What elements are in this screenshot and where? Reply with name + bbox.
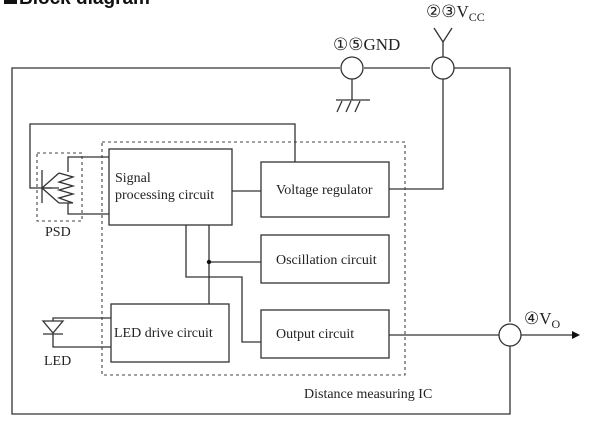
regulator-to-psd-wire bbox=[29, 123, 296, 189]
vo-pin-label: ④VO bbox=[524, 309, 561, 331]
psd-top-wire bbox=[67, 156, 109, 172]
psd-bottom-wire bbox=[67, 203, 109, 215]
ground-symbol-icon bbox=[336, 99, 370, 113]
led-bottom-wire bbox=[52, 334, 111, 348]
signal-processing-label-2: processing circuit bbox=[115, 188, 214, 203]
module-outline-right bbox=[454, 67, 511, 322]
psd-label: PSD bbox=[45, 225, 71, 240]
ic-label: Distance measuring IC bbox=[304, 387, 432, 402]
signal-processing-label-1: Signal bbox=[115, 171, 151, 186]
diagram-title-text: Block diagram bbox=[19, 0, 150, 9]
led-diode-icon bbox=[41, 320, 65, 335]
oscillation-block bbox=[260, 234, 390, 284]
oscillation-label: Oscillation circuit bbox=[276, 253, 377, 268]
led-drive-block bbox=[110, 303, 230, 363]
module-outline bbox=[11, 67, 511, 415]
ic-boundary bbox=[101, 141, 406, 376]
gnd-pin-terminal bbox=[340, 56, 364, 80]
vcc-pin-label: ②③VCC bbox=[426, 2, 485, 24]
led-label: LED bbox=[44, 354, 71, 369]
vo-pin-terminal bbox=[498, 323, 522, 347]
gnd-pin-label: ①⑤GND bbox=[333, 35, 400, 54]
vcc-pin-terminal bbox=[431, 56, 455, 80]
photodiode-psd-icon bbox=[41, 170, 76, 204]
voltage-regulator-label: Voltage regulator bbox=[276, 183, 373, 198]
diagram-title: Block diagram bbox=[4, 0, 150, 10]
output-block bbox=[260, 309, 390, 359]
title-bullet-icon bbox=[4, 0, 17, 4]
output-arrow-icon bbox=[572, 331, 580, 339]
led-top-wire bbox=[52, 317, 111, 321]
sp-to-output-wire bbox=[185, 225, 261, 343]
vcc-to-regulator-wire bbox=[388, 79, 444, 190]
junction-dot bbox=[206, 259, 212, 265]
led-drive-label: LED drive circuit bbox=[114, 326, 213, 341]
antenna-terminal-icon bbox=[433, 27, 453, 57]
voltage-regulator-block bbox=[260, 161, 390, 218]
signal-processing-block bbox=[108, 148, 233, 226]
output-label: Output circuit bbox=[276, 327, 354, 342]
psd-boundary bbox=[36, 152, 83, 222]
